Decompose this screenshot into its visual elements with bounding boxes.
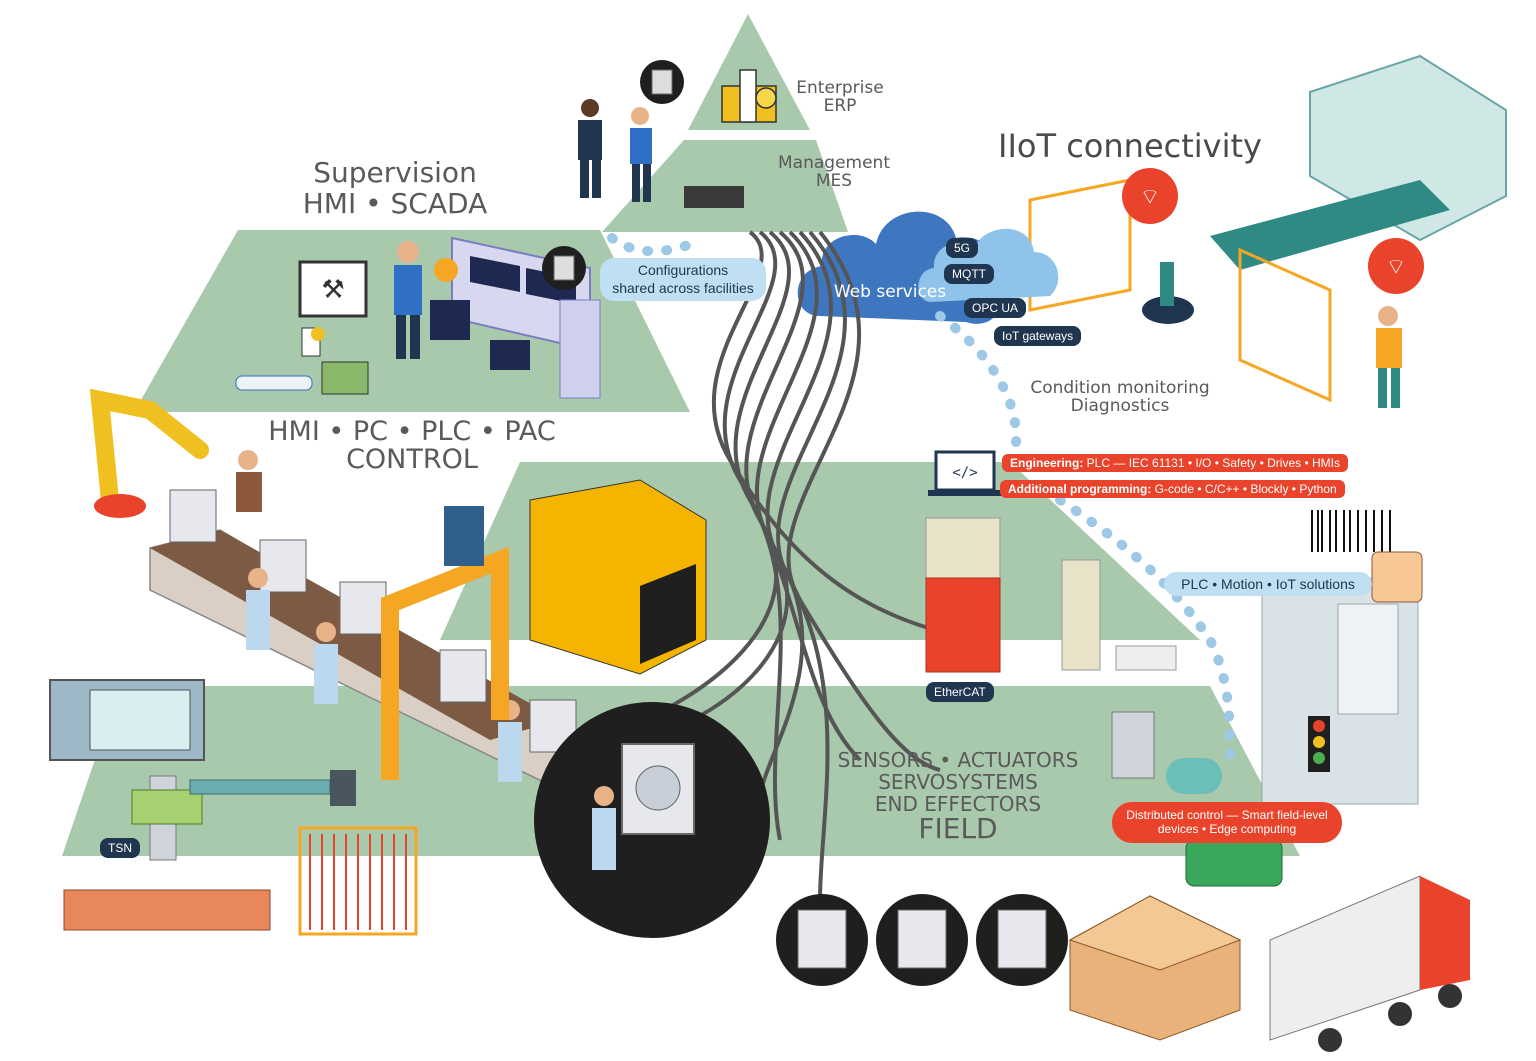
engineering-text: PLC — IEC 61131 • I/O • Safety • Drives …: [1083, 456, 1341, 470]
field-devices: [49, 679, 1283, 936]
building-icon: [721, 69, 777, 123]
configurations-callout: Configurations shared across facilities: [600, 258, 766, 301]
additional-programming-heading: Additional programming:: [1008, 482, 1152, 496]
enterprise-label: Enterprise ERP: [796, 78, 884, 116]
field-line-4: FIELD: [918, 812, 998, 845]
distributed-control-callout: Distributed control — Smart field-level …: [1112, 802, 1342, 843]
svg-text:⚒: ⚒: [321, 275, 344, 305]
barcode-icon: [1311, 510, 1391, 552]
assembly-line-illustration: [89, 388, 707, 792]
web-services-label: Web services: [833, 282, 947, 302]
additional-programming-callout: Additional programming: G-code • C/C++ •…: [1000, 480, 1345, 498]
protocol-5g: 5G: [946, 238, 979, 258]
magnified-machine-circle: [534, 702, 770, 938]
engineering-callout: Engineering: PLC — IEC 61131 • I/O • Saf…: [1002, 454, 1349, 472]
dotted-connection: [607, 233, 1235, 765]
shipping-illustration: [776, 875, 1470, 1052]
tsn-badge: TSN: [100, 838, 140, 858]
condition-monitoring-label: Condition monitoring Diagnostics: [1030, 378, 1210, 416]
management-label: Management MES: [778, 153, 890, 191]
iiot-title: IIoT connectivity: [998, 127, 1262, 165]
field-line-3: END EFFECTORS: [874, 792, 1042, 816]
control-line-1: HMI • PC • PLC • PAC: [268, 416, 556, 447]
network-cable-bundle: [619, 230, 981, 901]
engineering-heading: Engineering:: [1010, 456, 1084, 470]
additional-programming-text: G-code • C/C++ • Blockly • Python: [1151, 482, 1337, 496]
field-line-1: SENSORS • ACTUATORS: [837, 748, 1079, 772]
plc-motion-callout: PLC • Motion • IoT solutions: [1164, 572, 1372, 596]
ethercat-badge: EtherCAT: [926, 682, 994, 702]
code-icon: </>: [952, 465, 977, 481]
wifi-icon: ⌔: [1140, 185, 1161, 210]
control-line-2: CONTROL: [346, 444, 478, 475]
control-room-illustration: ⚒: [235, 236, 601, 399]
plc-hardware: </>: [925, 450, 1423, 805]
managers-illustration: [578, 60, 744, 208]
iot-gateways-badge: IoT gateways: [994, 326, 1082, 346]
protocol-opc-ua: OPC UA: [964, 298, 1027, 318]
protocol-mqtt: MQTT: [944, 264, 994, 284]
field-line-2: SERVOSYSTEMS: [878, 770, 1038, 794]
supervision-subtitle: HMI • SCADA: [302, 187, 488, 220]
iiot-production-line: ⌔ ⌔: [1028, 54, 1507, 408]
wifi-icon: ⌔: [1386, 255, 1407, 280]
supervision-title: Supervision: [313, 156, 477, 189]
